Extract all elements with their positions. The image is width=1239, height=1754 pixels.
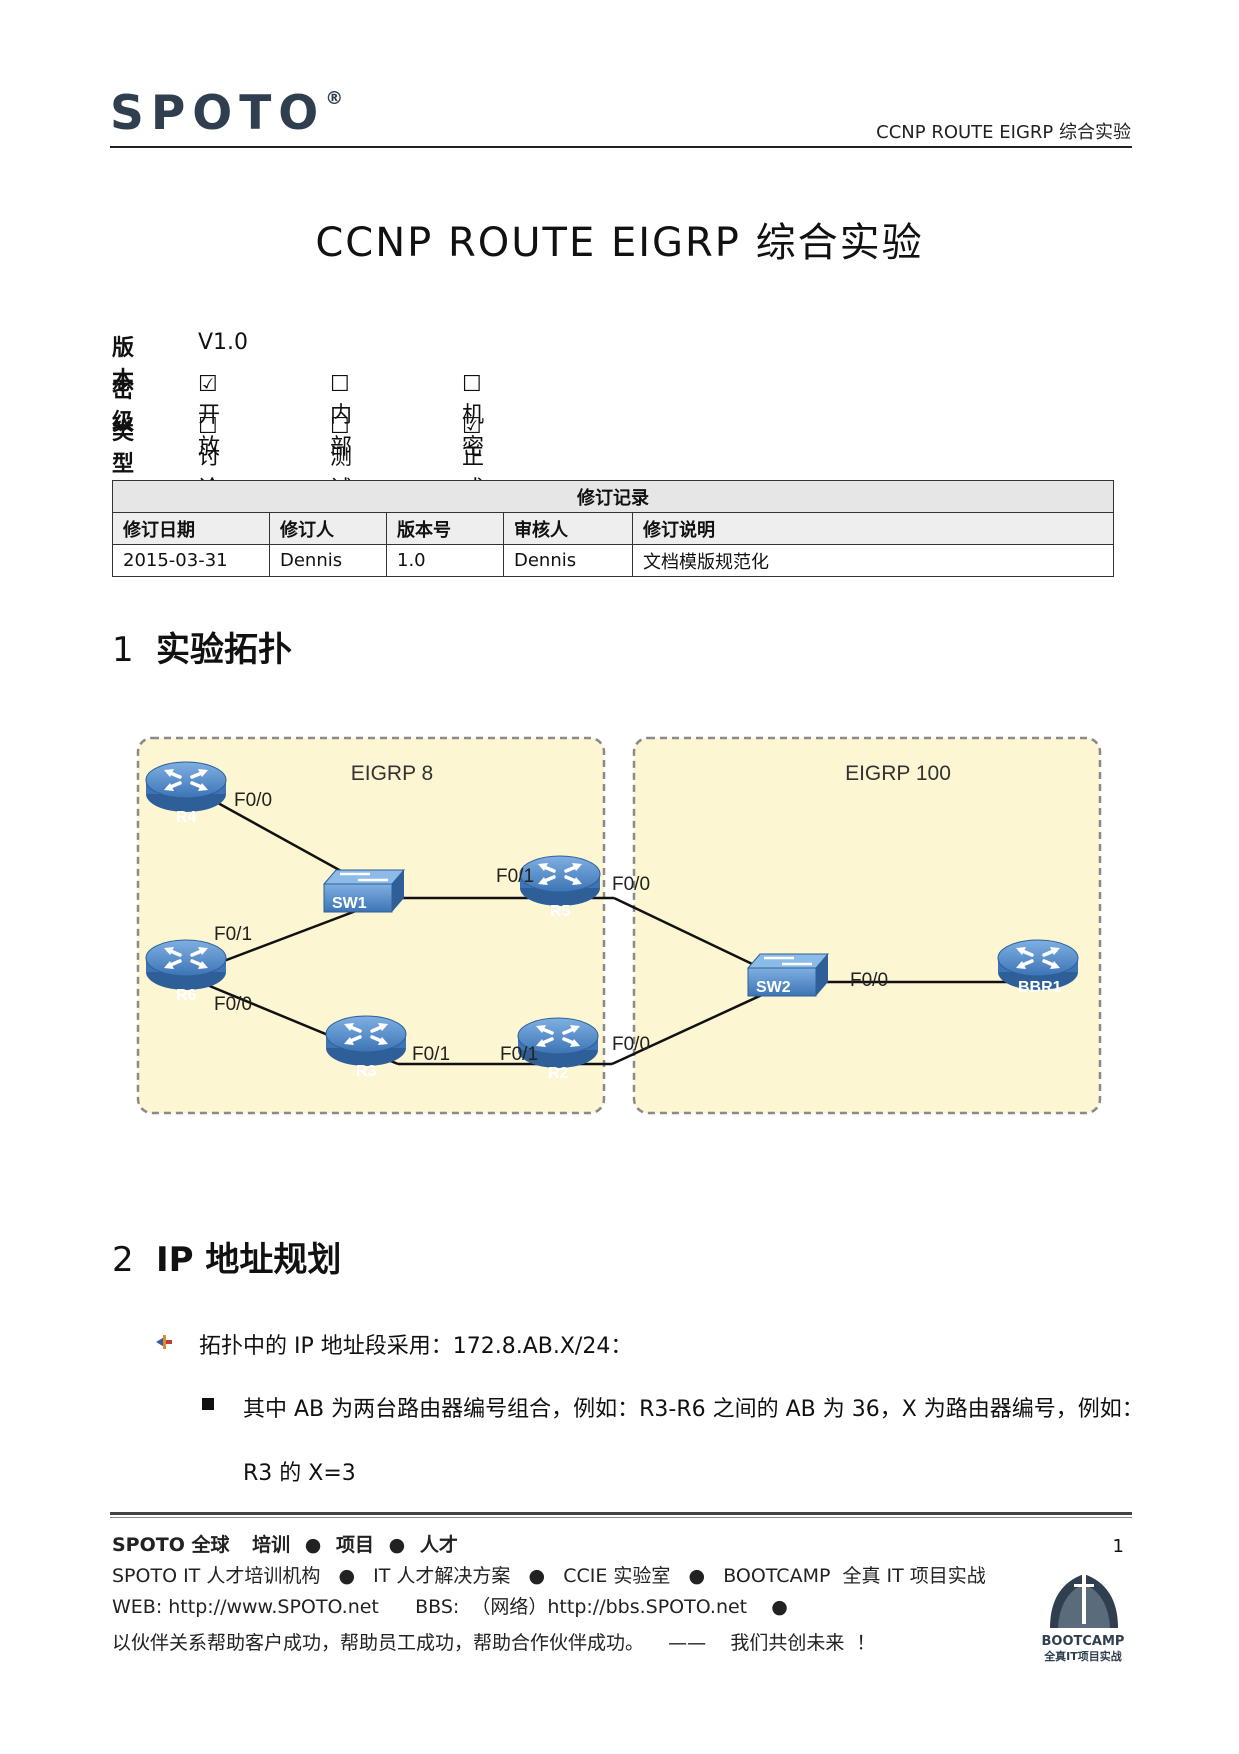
footer-services: SPOTO IT 人才培训机构 ● IT 人才解决方案 ● CCIE 实验室 ●… [112, 1565, 986, 1587]
footer-divider [110, 1512, 1132, 1515]
col-header-version: 版本号 [386, 512, 504, 545]
router-icon: R2 [516, 1016, 600, 1082]
col-header-reviser: 修订人 [269, 512, 387, 545]
revision-caption: 修订记录 [112, 480, 1114, 513]
switch-icon: SW2 [746, 952, 830, 998]
port-label-bbr1-f00: F0/0 [850, 970, 888, 991]
router-icon: R6 [144, 938, 228, 1004]
document-title: CCNP ROUTE EIGRP 综合实验 [315, 220, 924, 266]
footer-motto: 以伙伴关系帮助客户成功，帮助员工成功，帮助合作伙伴成功。 —— 我们共创未来 ！ [112, 1632, 876, 1654]
col-header-reviewer: 审核人 [503, 512, 633, 545]
cell-version: 1.0 [386, 544, 504, 577]
cell-reviewer: Dennis [503, 544, 633, 577]
topology-diagram: EIGRP 8 EIGRP 100 R4 R6 R3 R5 R2 BBR1 SW… [136, 736, 1102, 1115]
eigrp-8-zone [136, 736, 606, 1115]
device-label-r6: R6 [176, 987, 197, 1004]
port-label-r6-f01: F0/1 [214, 924, 252, 945]
device-label-sw2: SW2 [756, 979, 791, 996]
router-icon: R3 [324, 1014, 408, 1080]
device-label-r2: R2 [548, 1065, 569, 1082]
router-icon: R5 [518, 854, 602, 920]
arrow-bullet-icon [156, 1335, 172, 1349]
device-label-r3: R3 [356, 1063, 377, 1080]
footer-slogan: SPOTO 全球 培训 ● 项目 ● 人才 [112, 1534, 458, 1556]
switch-icon: SW1 [322, 868, 406, 914]
header-doc-title: CCNP ROUTE EIGRP 综合实验 [876, 122, 1131, 143]
port-label-r5-f01: F0/1 [496, 866, 534, 887]
zone-label-eigrp-8: EIGRP 8 [351, 762, 433, 785]
port-label-r3-f01: F0/1 [412, 1044, 450, 1065]
cell-date: 2015-03-31 [112, 544, 270, 577]
cell-description: 文档模版规范化 [632, 544, 1114, 577]
device-label-bbr1: BBR1 [1018, 979, 1062, 996]
port-label-r6-f00: F0/0 [214, 994, 252, 1015]
registered-mark: ® [325, 88, 344, 109]
security-option-secret: ☐机密 [462, 372, 485, 460]
device-label-r5: R5 [550, 903, 571, 920]
device-label-r4: R4 [176, 809, 197, 826]
security-label: 密级 [112, 378, 135, 435]
port-label-r4-f00: F0/0 [234, 790, 272, 811]
ip-plan-line-3: R3 的 X=3 [243, 1461, 356, 1486]
security-option-internal: ☐内部 [330, 372, 353, 460]
ip-plan-line-2: 其中 AB 为两台路由器编号组合，例如：R3-R6 之间的 AB 为 36，X … [243, 1397, 1144, 1422]
port-label-r2-f01: F0/1 [500, 1044, 538, 1065]
router-icon: BBR1 [996, 938, 1080, 996]
revision-table: 修订记录 修订日期 修订人 版本号 审核人 修订说明 2015-03-31 De… [112, 480, 1114, 577]
cell-reviser: Dennis [269, 544, 387, 577]
type-label: 类型 [112, 420, 135, 477]
footer-divider-thin [110, 1517, 1132, 1518]
footer-links: WEB: http://www.SPOTO.net BBS: （网络）http:… [112, 1596, 788, 1618]
port-label-r5-f00: F0/0 [612, 874, 650, 895]
router-icon: R4 [144, 760, 228, 826]
bootcamp-logo-icon [1050, 1566, 1118, 1628]
device-label-sw1: SW1 [332, 895, 367, 912]
page-number: 1 [1112, 1536, 1124, 1557]
port-label-r2-f00: F0/0 [612, 1034, 650, 1055]
zone-label-eigrp-100: EIGRP 100 [845, 762, 951, 785]
bootcamp-logo-text: BOOTCAMP 全真IT项目实战 [1041, 1634, 1125, 1663]
security-option-open: ☑开放 [198, 372, 221, 460]
col-header-description: 修订说明 [632, 512, 1114, 545]
eigrp-100-zone [632, 736, 1102, 1115]
version-value: V1.0 [198, 330, 249, 355]
spoto-logo: SPOTO® [110, 86, 344, 141]
header-divider [110, 146, 1132, 148]
version-label: 版本 [112, 336, 135, 393]
ip-plan-line-1: 拓扑中的 IP 地址段采用：172.8.AB.X/24： [199, 1334, 633, 1359]
square-bullet-icon [202, 1398, 214, 1410]
col-header-date: 修订日期 [112, 512, 270, 545]
table-row: 2015-03-31 Dennis 1.0 Dennis 文档模版规范化 [112, 544, 1114, 577]
